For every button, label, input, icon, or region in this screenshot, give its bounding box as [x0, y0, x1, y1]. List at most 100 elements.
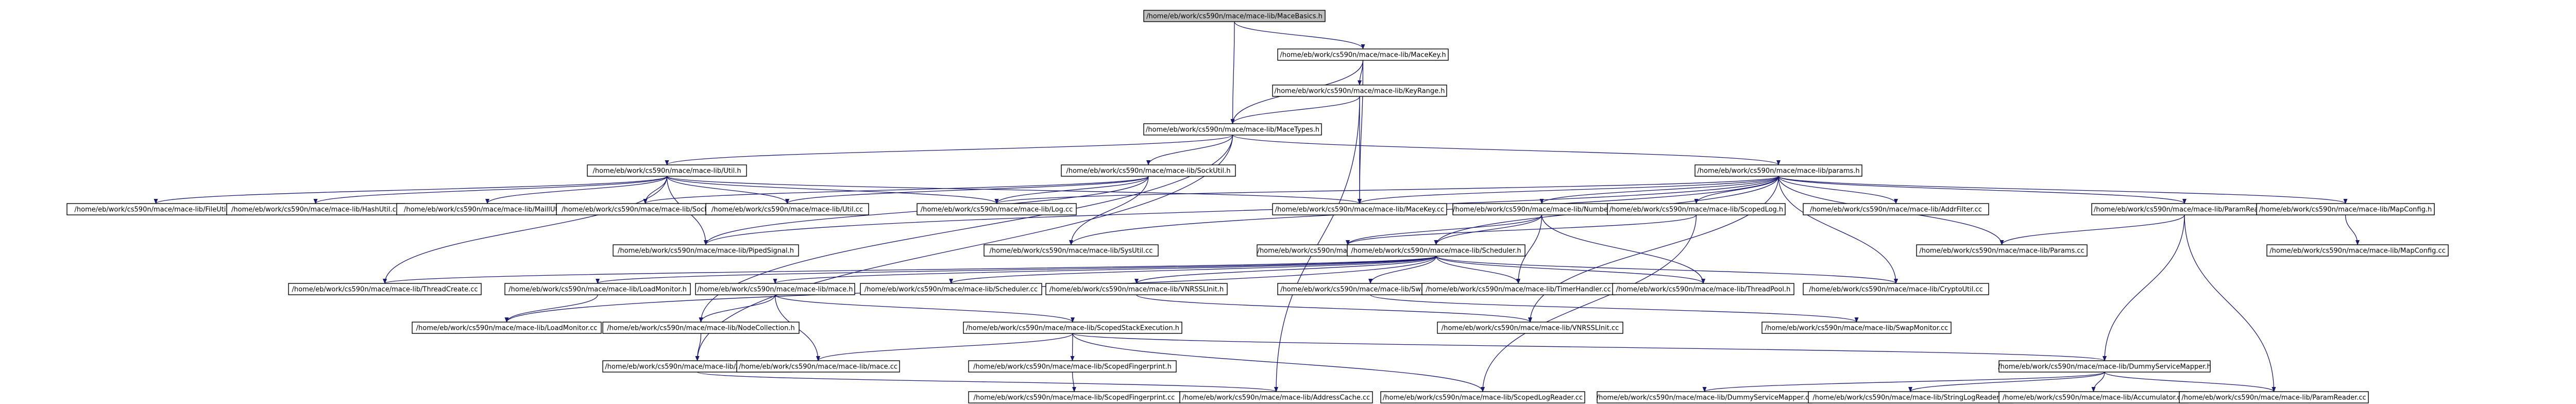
node-label: /home/eb/work/cs590n/mace/mace-lib/param… — [1697, 167, 1859, 175]
node-vnrsslinit-h[interactable]: /home/eb/work/cs590n/mace/mace-lib/VNRSS… — [1045, 283, 1228, 295]
node-box — [1143, 10, 1326, 22]
node-dummyservicemapper-h[interactable]: /home/eb/work/cs590n/mace/mace-lib/Dummy… — [1998, 360, 2211, 373]
node-scheduler-cc[interactable]: /home/eb/work/cs590n/mace/mace-lib/Sched… — [860, 283, 1042, 295]
node-label: /home/eb/work/cs590n/mace/mace-lib/MapCo… — [2269, 247, 2446, 255]
edge-params-h-to-numbergen-h — [1539, 176, 1779, 204]
edge-scheduler-h-to-swapmonitor-h — [1368, 256, 1437, 284]
node-nodecollection-h[interactable]: /home/eb/work/cs590n/mace/mace-lib/NodeC… — [602, 322, 800, 334]
node-label: /home/eb/work/cs590n/mace/mace-lib/AddrF… — [1810, 206, 1982, 214]
edge-params-h-to-macekey-cc — [1358, 176, 1779, 204]
edge-params-h-to-mapconfig-h — [1778, 176, 2348, 204]
node-label: /home/eb/work/cs590n/mace/mace-lib/Scope… — [974, 394, 1175, 402]
node-box — [963, 322, 1182, 334]
node-paramreader-cc[interactable]: /home/eb/work/cs590n/mace/mace-lib/Param… — [2179, 391, 2369, 403]
node-fileutil-cc[interactable]: /home/eb/work/cs590n/mace/mace-lib/FileU… — [66, 203, 245, 215]
edge-numbergen-h-to-threadpool-h — [1541, 214, 1705, 284]
node-params-cc[interactable]: /home/eb/work/cs590n/mace/mace-lib/Param… — [1916, 244, 2088, 257]
edge-dummyservicemapper-h-to-accumulator-cc — [2091, 372, 2105, 392]
node-label: /home/eb/work/cs590n/mace/mace-lib/Maill… — [404, 206, 571, 214]
edge-keyrange-h-to-macetypes-h — [1230, 96, 1360, 124]
node-label: /home/eb/work/cs590n/mace/mace-lib/SockU… — [1066, 167, 1230, 175]
node-scopedstackexecution-h[interactable]: /home/eb/work/cs590n/mace/mace-lib/Scope… — [963, 322, 1182, 334]
node-paramreader-h[interactable]: /home/eb/work/cs590n/mace/mace-lib/Param… — [2091, 203, 2278, 215]
edge-numbergen-h-to-numbergen-cc — [1346, 214, 1543, 245]
edge-macebasics-h-to-macekey-h — [1234, 21, 1365, 49]
node-sockutil-cc[interactable]: /home/eb/work/cs590n/mace/mace-lib/SockU… — [556, 203, 735, 215]
node-label: /home/eb/work/cs590n/mace/mace-lib/Scope… — [966, 325, 1179, 332]
node-cryptoutil-cc[interactable]: /home/eb/work/cs590n/mace/mace-lib/Crypt… — [1803, 283, 1989, 295]
edge-util-h-to-util-cc — [666, 176, 789, 204]
node-keyrange-h[interactable]: /home/eb/work/cs590n/mace/mace-lib/KeyRa… — [1272, 85, 1447, 97]
edge-scheduler-h-to-loadmonitor-h — [596, 256, 1437, 284]
node-params-h[interactable]: /home/eb/work/cs590n/mace/mace-lib/param… — [1694, 164, 1862, 177]
edge-loadmonitor-h-to-loadmonitor-cc — [504, 294, 598, 323]
node-scheduler-h[interactable]: /home/eb/work/cs590n/mace/mace-lib/Sched… — [1347, 244, 1526, 257]
edge-scheduler-h-to-threadpool-h — [1435, 256, 1705, 284]
edge-macekey-h-to-macekey-cc — [1358, 60, 1364, 204]
node-swapmonitor-h[interactable]: /home/eb/work/cs590n/mace/mace-lib/SwapM… — [1277, 283, 1464, 295]
node-hashutil-cc[interactable]: /home/eb/work/cs590n/mace/mace-lib/HashU… — [226, 203, 405, 215]
edge-scopedstackexecution-h-to-dummyservicemapper-h — [1072, 333, 2107, 361]
node-label: /home/eb/work/cs590n/mace/mace-lib/MapCo… — [2259, 206, 2432, 214]
node-pipedsignal-h[interactable]: /home/eb/work/cs590n/mace/mace-lib/Piped… — [613, 244, 799, 257]
node-dummyservicemapper-cc[interactable]: /home/eb/work/cs590n/mace/mace-lib/Dummy… — [1597, 391, 1813, 403]
node-macekey-cc[interactable]: /home/eb/work/cs590n/mace/mace-lib/MaceK… — [1272, 203, 1447, 215]
node-box — [2256, 203, 2435, 215]
edge-scopedstackexecution-h-to-scopedlogreader-cc — [1072, 333, 1485, 392]
node-macetypes-h[interactable]: /home/eb/work/cs590n/mace/mace-lib/MaceT… — [1143, 123, 1322, 136]
node-addresscache-cc[interactable]: /home/eb/work/cs590n/mace/mace-lib/Addre… — [1179, 391, 1373, 403]
node-box — [2179, 391, 2369, 403]
node-mapconfig-h[interactable]: /home/eb/work/cs590n/mace/mace-lib/MapCo… — [2256, 203, 2435, 215]
node-box — [613, 244, 799, 257]
edge-util-h-to-maillutil-cc — [485, 176, 668, 204]
node-label: /home/eb/work/cs590n/mace/mace-lib/Threa… — [1616, 286, 1791, 294]
node-maillutil-cc[interactable]: /home/eb/work/cs590n/mace/mace-lib/Maill… — [396, 203, 579, 215]
edge-util-h-to-fileutil-cc — [154, 176, 668, 204]
node-box — [1347, 244, 1526, 257]
node-box — [917, 203, 1077, 215]
node-util-h[interactable]: /home/eb/work/cs590n/mace/mace-lib/Util.… — [587, 164, 747, 177]
node-scopedlogreader-cc[interactable]: /home/eb/work/cs590n/mace/mace-lib/Scope… — [1380, 391, 1585, 403]
edge-keyrange-h-to-addresscache-cc — [1274, 96, 1360, 392]
node-scopedfingerprint-cc[interactable]: /home/eb/work/cs590n/mace/mace-lib/Scope… — [968, 391, 1180, 403]
node-loadmonitor-cc[interactable]: /home/eb/work/cs590n/mace/mace-lib/LoadM… — [412, 322, 602, 334]
node-threadcreate-cc[interactable]: /home/eb/work/cs590n/mace/mace-lib/Threa… — [288, 283, 482, 295]
nodes-layer: /home/eb/work/cs590n/mace/mace-lib/MaceB… — [66, 10, 2449, 403]
node-macekey-h[interactable]: /home/eb/work/cs590n/mace/mace-lib/MaceK… — [1277, 48, 1449, 61]
node-label: /home/eb/work/cs590n/mace/mace-lib/Log.c… — [921, 206, 1073, 214]
edge-macetypes-h-to-params-h — [1232, 134, 1781, 165]
node-util-cc[interactable]: /home/eb/work/cs590n/mace/mace-lib/Util.… — [705, 203, 869, 215]
node-mace-h[interactable]: /home/eb/work/cs590n/mace/mace-lib/mace.… — [695, 283, 855, 295]
node-numbergen-h[interactable]: /home/eb/work/cs590n/mace/mace-lib/Numbe… — [1452, 203, 1631, 215]
node-addrfilter-cc[interactable]: /home/eb/work/cs590n/mace/mace-lib/AddrF… — [1803, 203, 1989, 215]
node-label: /home/eb/work/cs590n/mace/mace-lib/Dummy… — [1998, 363, 2211, 371]
node-scopedlog-h[interactable]: /home/eb/work/cs590n/mace/mace-lib/Scope… — [1607, 203, 1786, 215]
node-sockutil-h[interactable]: /home/eb/work/cs590n/mace/mace-lib/SockU… — [1061, 164, 1236, 177]
node-stringlogreader-cc[interactable]: /home/eb/work/cs590n/mace/mace-lib/Strin… — [1808, 391, 2013, 403]
node-sysutil-cc[interactable]: /home/eb/work/cs590n/mace/mace-lib/SysUt… — [984, 244, 1159, 257]
edge-nodecollection-h-to-addresscache-h — [695, 333, 702, 361]
edge-macetypes-h-to-addresscache-h — [695, 134, 1233, 361]
node-label: /home/eb/work/cs590n/mace/mace-lib/VNRSS… — [1049, 286, 1224, 294]
node-loadmonitor-h[interactable]: /home/eb/work/cs590n/mace/mace-lib/LoadM… — [504, 283, 691, 295]
node-box — [412, 322, 602, 334]
node-box — [705, 203, 869, 215]
node-log-cc[interactable]: /home/eb/work/cs590n/mace/mace-lib/Log.c… — [917, 203, 1077, 215]
node-timerhandler-cc[interactable]: /home/eb/work/cs590n/mace/mace-lib/Timer… — [1421, 283, 1615, 295]
node-mace-cc[interactable]: /home/eb/work/cs590n/mace/mace-lib/mace.… — [736, 360, 900, 373]
node-vnrsslinit-cc[interactable]: /home/eb/work/cs590n/mace/mace-lib/VNRSS… — [1437, 322, 1623, 334]
node-scopedfingerprint-h[interactable]: /home/eb/work/cs590n/mace/mace-lib/Scope… — [968, 360, 1177, 373]
edges-layer — [154, 21, 2360, 392]
node-label: /home/eb/work/cs590n/mace/mace-lib/VNRSS… — [1442, 325, 1619, 332]
node-threadpool-h[interactable]: /home/eb/work/cs590n/mace/mace-lib/Threa… — [1612, 283, 1794, 295]
node-mapconfig-cc[interactable]: /home/eb/work/cs590n/mace/mace-lib/MapCo… — [2266, 244, 2449, 257]
node-label: /home/eb/work/cs590n/mace/mace-lib/MaceK… — [1280, 52, 1446, 59]
node-box — [860, 283, 1042, 295]
node-swapmonitor-cc[interactable]: /home/eb/work/cs590n/mace/mace-lib/SwapM… — [1761, 322, 1952, 334]
node-label: /home/eb/work/cs590n/mace/mace-lib/FileU… — [75, 206, 238, 214]
node-label: /home/eb/work/cs590n/mace/mace-lib/SysUt… — [990, 247, 1153, 255]
node-label: /home/eb/work/cs590n/mace/mace-lib/SwapM… — [1280, 286, 1461, 294]
node-accumulator-cc[interactable]: /home/eb/work/cs590n/mace/mace-lib/Accum… — [1998, 391, 2189, 403]
node-box — [2266, 244, 2449, 257]
